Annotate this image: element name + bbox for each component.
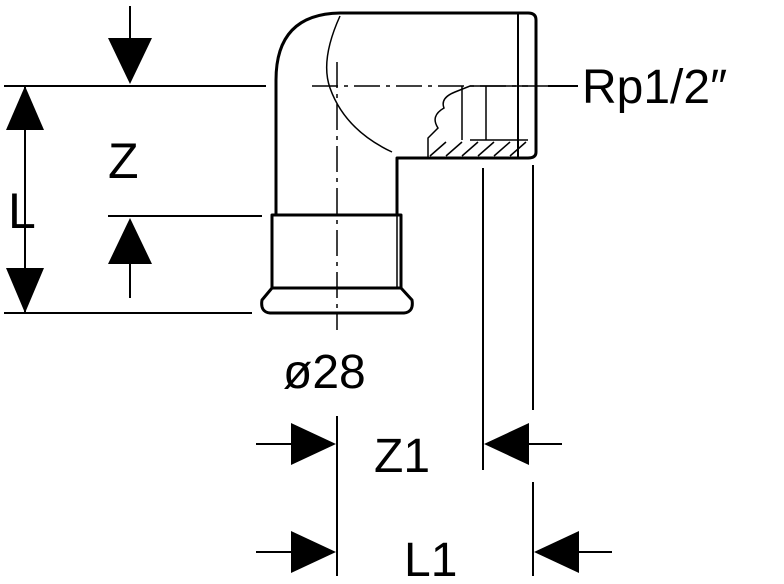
label-z: Z <box>108 133 139 189</box>
l-arrow-down <box>6 268 44 313</box>
l1-arrow-right <box>291 531 336 573</box>
label-diameter: ø28 <box>283 346 366 399</box>
thread-hatch-1 <box>429 141 447 157</box>
thread-section <box>427 85 528 158</box>
z1-arrow-right <box>291 423 336 465</box>
thread-hatch-3 <box>461 141 479 157</box>
thread-hatch-2 <box>445 141 463 157</box>
elbow-inner-curve <box>325 15 393 153</box>
z-arrow-down <box>108 38 152 84</box>
z-arrow-up <box>108 218 152 264</box>
label-l: L <box>8 183 36 239</box>
label-z1: Z1 <box>374 430 430 483</box>
thread-hatch-6 <box>509 141 527 157</box>
elbow-fitting <box>260 11 538 315</box>
label-l1: L1 <box>404 534 457 584</box>
socket-bead <box>260 286 414 315</box>
elbow-outer-contour <box>274 11 538 215</box>
thread-hatch-4 <box>477 141 495 157</box>
l-arrow-up <box>6 86 44 130</box>
thread-hatch-5 <box>493 141 511 157</box>
arrowheads <box>6 38 579 573</box>
z1-arrow-left <box>484 423 529 465</box>
extension-lines <box>4 6 612 576</box>
l1-arrow-left <box>534 531 579 573</box>
thread-breakout <box>427 85 528 158</box>
label-thread-size: Rp1/2″ <box>582 61 727 114</box>
center-lines <box>312 62 548 330</box>
